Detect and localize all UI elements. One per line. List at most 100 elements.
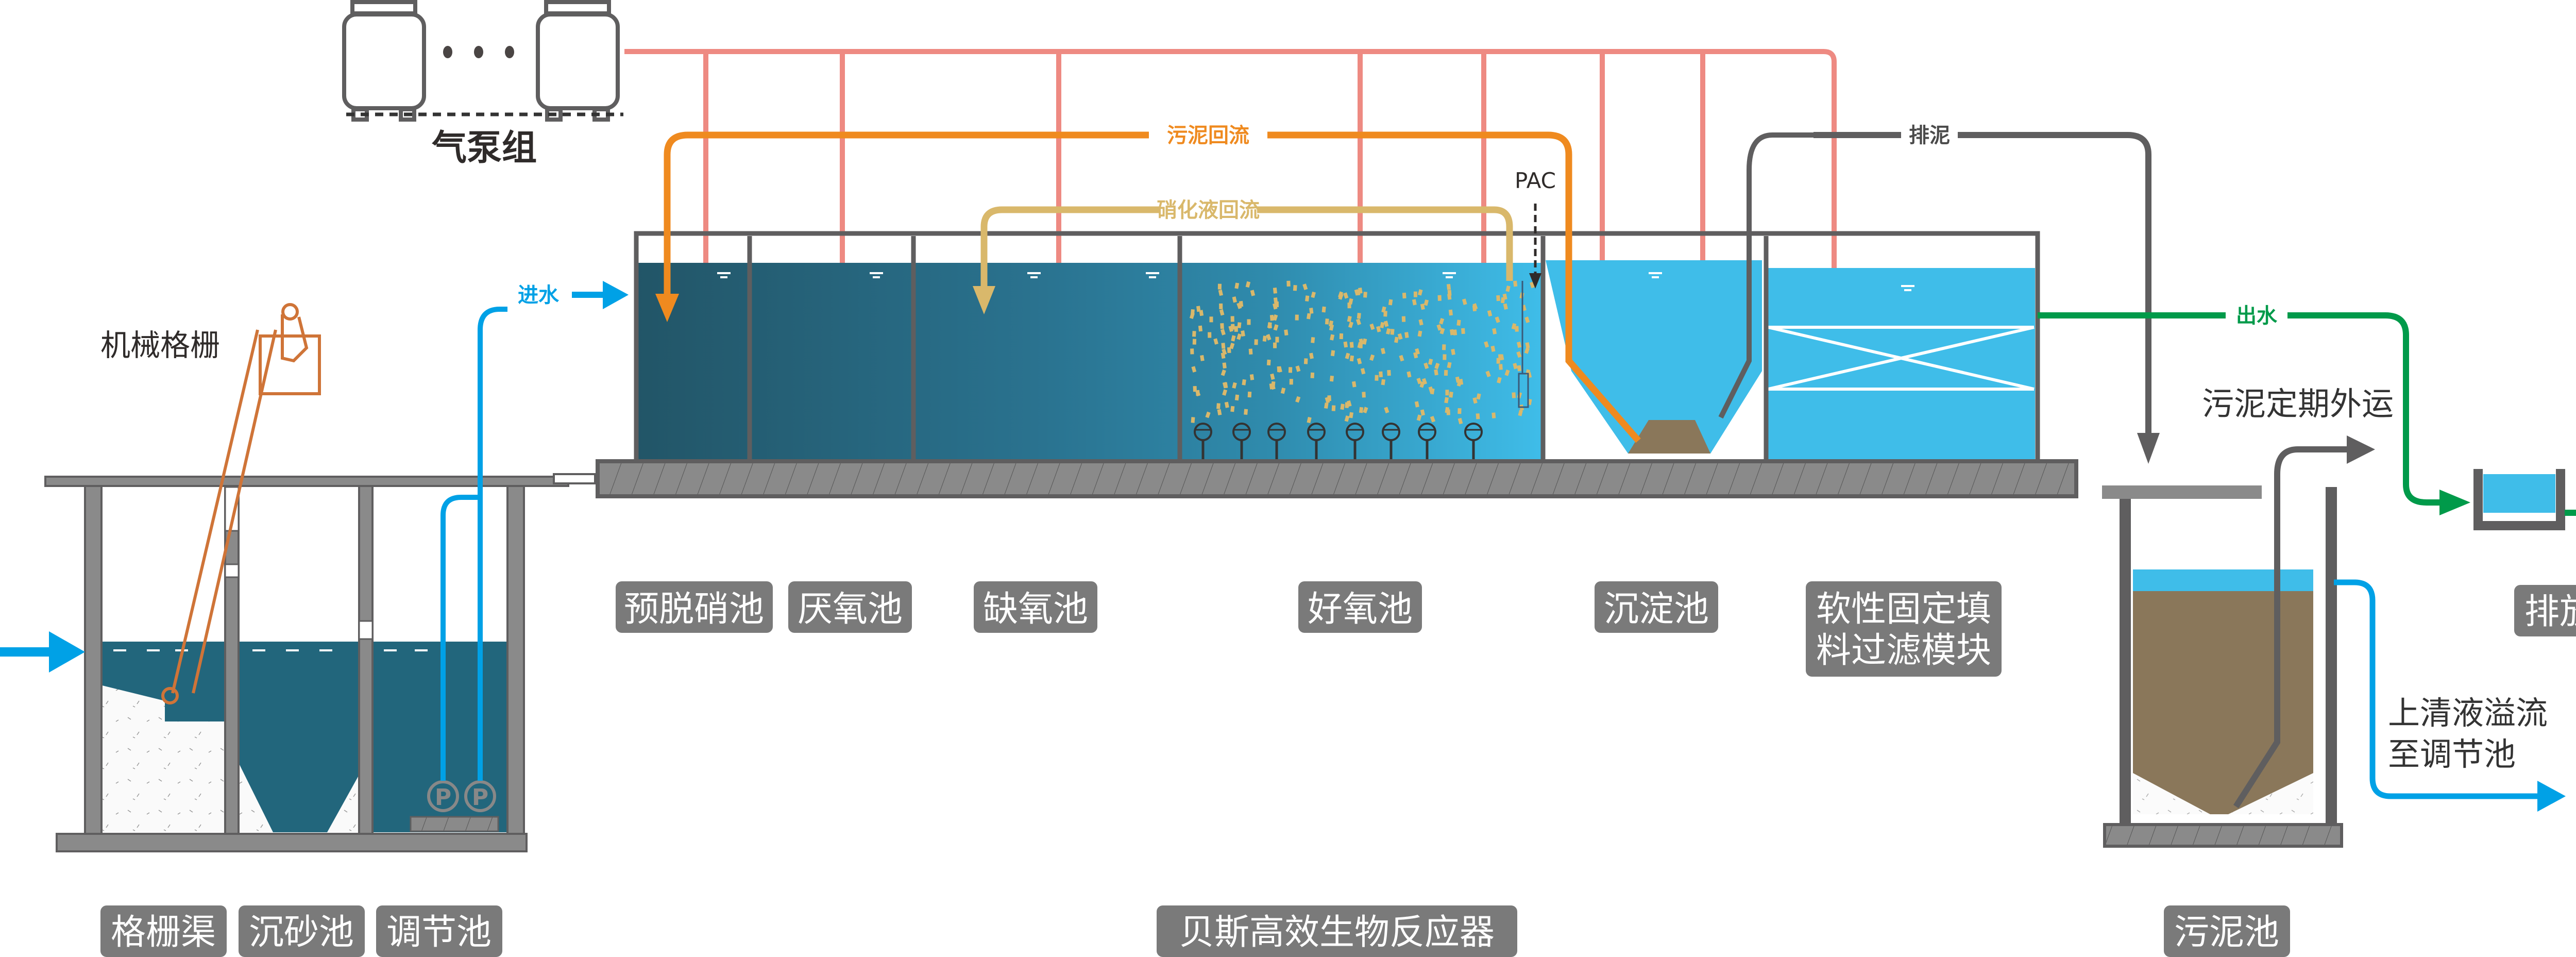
biomass-particle (1487, 310, 1493, 317)
biomass-particle (1446, 283, 1451, 290)
biomass-particle (1381, 306, 1386, 313)
biomass-particle (1220, 323, 1224, 329)
biomass-particle (1286, 280, 1291, 287)
sludge-draw-pipe (1718, 132, 1814, 419)
biomass-particle (1413, 291, 1417, 297)
biomass-particle (1199, 310, 1204, 316)
biomass-particle (1227, 347, 1231, 354)
tag-sedimentation: 沉淀池 (1595, 581, 1718, 633)
biomass-particle (1476, 393, 1481, 400)
biomass-particle (1437, 295, 1442, 301)
diffuser-icon (1346, 423, 1364, 460)
biomass-particle (1329, 324, 1334, 331)
biomass-particle (1362, 392, 1366, 398)
overflow-arrow-icon (2537, 781, 2566, 812)
biomass-particle (1503, 303, 1508, 310)
biomass-particle (1266, 334, 1272, 341)
biomass-particle (1513, 363, 1518, 370)
sluice-gate-icon (224, 486, 374, 640)
biomass-particle (1448, 309, 1453, 316)
biomass-particle (1302, 283, 1308, 290)
biomass-particle (1485, 371, 1491, 378)
biomass-particle (1327, 395, 1331, 401)
biomass-particle (1295, 396, 1301, 403)
biomass-particle (1476, 413, 1480, 419)
raw-inlet-arrow-icon (49, 631, 85, 673)
biomass-particle (1355, 318, 1362, 325)
biomass-particle (1416, 414, 1422, 421)
biomass-particle (1231, 335, 1236, 342)
biomass-particle (1248, 348, 1253, 355)
biomass-particle (1234, 394, 1240, 401)
biomass-particle (1247, 319, 1251, 325)
biomass-particle (1447, 294, 1452, 300)
biomass-particle (1524, 347, 1530, 354)
biomass-particle (1244, 409, 1248, 415)
bio-reactor (596, 132, 2078, 498)
biomass-particle (1309, 308, 1314, 314)
biomass-particle (1516, 351, 1522, 358)
biomass-particle (1423, 299, 1429, 306)
biomass-particle (1436, 324, 1442, 331)
biomass-particle (1417, 330, 1422, 337)
biomass-particle (1420, 304, 1425, 310)
biomass-particle (1269, 314, 1274, 321)
pac-arrow-icon (1529, 273, 1541, 289)
biomass-particle (1376, 326, 1381, 332)
sedimentation-water (1546, 260, 1762, 454)
biomass-particle (1271, 381, 1276, 388)
biomass-particle (1222, 362, 1227, 369)
aerobic-diffusers (1194, 423, 1483, 460)
biomass-particle (1321, 306, 1326, 313)
nitrification-return-label: 硝化液回流 (1157, 198, 1260, 222)
air-pump-icon (342, 0, 426, 122)
biomass-particle (1349, 342, 1354, 348)
biomass-particle (1339, 333, 1344, 340)
biomass-particle (1388, 299, 1393, 306)
biomass-particle (1496, 358, 1500, 364)
biomass-particle (1462, 298, 1467, 305)
biomass-particle (1404, 332, 1409, 338)
biomass-particle (1449, 329, 1454, 335)
biomass-particle (1340, 404, 1345, 410)
biomass-particle (1384, 407, 1389, 414)
biomass-particle (1324, 402, 1329, 409)
biomass-particle (1444, 397, 1449, 404)
sludge-tank: 污泥定期外运 上清液溢流 至调节池 (2102, 385, 2566, 848)
biomass-particle (1205, 411, 1211, 418)
sludge-transport-arrow-icon (2347, 435, 2375, 464)
biomass-particle (1412, 299, 1417, 306)
biomass-particle (1191, 366, 1197, 373)
diffuser-icon (1307, 423, 1326, 460)
biomass-particle (1445, 390, 1449, 396)
biomass-particle (1230, 316, 1234, 322)
biomass-particle (1458, 408, 1462, 414)
pac-dosing: PAC (1515, 168, 1556, 289)
biomass-particle (1496, 295, 1500, 301)
biomass-particle (1423, 362, 1429, 370)
biomass-particle (1236, 333, 1242, 340)
biomass-particle (1397, 333, 1403, 340)
biomass-particle (1381, 379, 1386, 385)
filter-water (1767, 268, 2035, 461)
biomass-particle (1379, 371, 1383, 378)
tag-aerobic: 好氧池 (1298, 581, 1422, 633)
biomass-particle (1223, 382, 1228, 389)
sludge-return-arrow-icon (655, 294, 679, 322)
biomass-particle (1196, 306, 1201, 312)
pac-dosing-probe (1518, 281, 1529, 408)
water-level-markers (717, 272, 1914, 291)
biomass-particle (1242, 379, 1246, 385)
biomass-particle (1406, 371, 1412, 378)
biomass-particle (1419, 381, 1425, 388)
svg-text:预脱硝池: 预脱硝池 (624, 589, 764, 630)
biomass-particle (1490, 345, 1496, 352)
biomass-particle (1311, 291, 1316, 298)
outlet-arrow-icon (2439, 490, 2470, 515)
tag-discharge-trough: 排放槽 (2514, 585, 2576, 636)
biomass-particle (1280, 387, 1286, 394)
biomass-particle (1216, 403, 1221, 409)
pretreatment-tanks: P P 进水 (0, 281, 629, 852)
biomass-particle (1472, 397, 1478, 404)
